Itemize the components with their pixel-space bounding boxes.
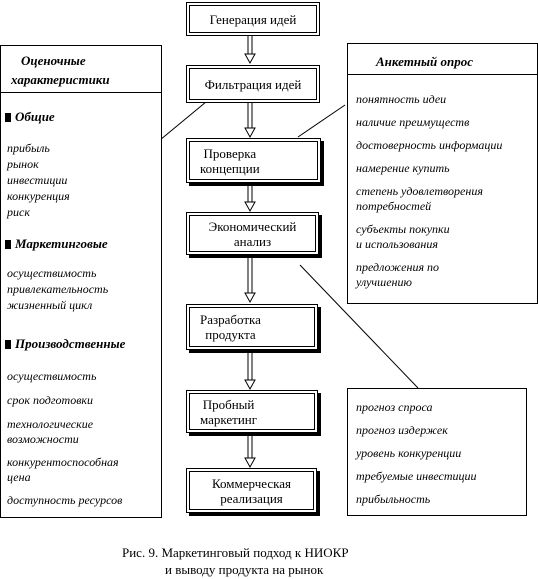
criteria-title-line2: характеристики — [11, 72, 110, 87]
survey-item: намерение купить — [356, 161, 450, 175]
step-product-development-label: Разработка продукта — [189, 307, 315, 347]
arrow-head — [244, 127, 256, 139]
section-general: Общие — [5, 109, 55, 124]
criteria-item: доступность ресурсов — [7, 493, 123, 507]
criteria-item: конкуренция — [7, 189, 70, 203]
step-test-marketing: Пробный маркетинг — [186, 390, 318, 433]
criteria-item: рынок — [7, 157, 39, 171]
criteria-item: конкурентоспособная — [7, 455, 119, 469]
survey-item: и использования — [356, 237, 438, 251]
step-idea-generation: Генерация идей — [186, 2, 320, 36]
criteria-item: осуществимость — [7, 369, 97, 383]
criteria-item: цена — [7, 470, 31, 484]
arrow-head — [244, 201, 256, 213]
square-bullet-icon — [5, 113, 11, 122]
survey-panel: Анкетный опрос понятность идеи наличие п… — [347, 43, 538, 304]
section-marketing: Маркетинговые — [5, 236, 108, 251]
criteria-item: риск — [7, 205, 30, 219]
square-bullet-icon — [5, 340, 11, 349]
survey-item: улучшению — [356, 275, 412, 289]
step-economic-analysis: Экономический анализ — [186, 212, 319, 255]
survey-item: наличие преимуществ — [356, 115, 470, 129]
step-idea-filtering: Фильтрация идей — [186, 65, 320, 103]
survey-title: Анкетный опрос — [376, 54, 474, 69]
survey-item: субъекты покупки — [356, 222, 450, 236]
figure-caption-line1: Рис. 9. Маркетинговый подход к НИОКР — [122, 545, 349, 560]
arrow-head — [244, 292, 256, 304]
step-product-development: Разработка продукта — [186, 304, 318, 350]
survey-item: достоверность информации — [356, 138, 503, 152]
criteria-item: срок подготовки — [7, 393, 94, 407]
criteria-item: прибыль — [7, 141, 50, 155]
step-test-marketing-label: Пробный маркетинг — [189, 393, 315, 430]
survey-title-divider — [348, 74, 537, 75]
forecast-item: требуемые инвестиции — [356, 469, 477, 483]
step-commercialization: Коммерческая реализация — [186, 468, 317, 513]
figure-caption-line2: и выводу продукта на рынок — [165, 562, 324, 577]
criteria-title-divider — [1, 92, 161, 93]
step-concept-check-label: Проверка концепции — [189, 141, 318, 180]
criteria-title-line1: Оценочные — [21, 53, 86, 68]
step-idea-generation-label: Генерация идей — [189, 5, 317, 33]
link-concept-to-survey — [297, 104, 346, 138]
survey-item: степень удовлетворения — [356, 184, 483, 198]
survey-item: потребностей — [356, 199, 432, 213]
criteria-panel: Оценочные характеристики Общие прибыль р… — [0, 45, 162, 518]
link-economic-to-forecast — [299, 264, 419, 389]
arrow-head — [244, 379, 256, 391]
criteria-item: привлекательность — [7, 282, 109, 296]
step-idea-filtering-label: Фильтрация идей — [189, 68, 317, 100]
forecast-item: прибыльность — [356, 492, 431, 506]
section-general-title: Общие — [15, 109, 55, 124]
survey-item: понятность идеи — [356, 92, 447, 106]
arrow-head — [244, 457, 256, 469]
criteria-item: технологические — [7, 417, 94, 431]
section-production: Производственные — [5, 336, 125, 351]
step-commercialization-label: Коммерческая реализация — [189, 471, 314, 510]
section-production-title: Производственные — [15, 336, 126, 351]
criteria-item: инвестиции — [7, 173, 68, 187]
arrow-head — [244, 53, 256, 65]
step-concept-check: Проверка концепции — [186, 138, 321, 183]
forecast-item: уровень конкуренции — [356, 446, 462, 460]
link-filter-to-criteria — [159, 96, 213, 141]
step-economic-analysis-label: Экономический анализ — [189, 215, 316, 252]
forecast-panel: прогноз спроса прогноз издержек уровень … — [347, 388, 527, 516]
criteria-item: жизненный цикл — [7, 298, 93, 312]
square-bullet-icon — [5, 240, 11, 249]
criteria-item: осуществимость — [7, 266, 97, 280]
criteria-item: возможности — [7, 432, 79, 446]
forecast-item: прогноз издержек — [356, 423, 448, 437]
section-marketing-title: Маркетинговые — [15, 236, 108, 251]
forecast-item: прогноз спроса — [356, 400, 433, 414]
survey-item: предложения по — [356, 260, 440, 274]
